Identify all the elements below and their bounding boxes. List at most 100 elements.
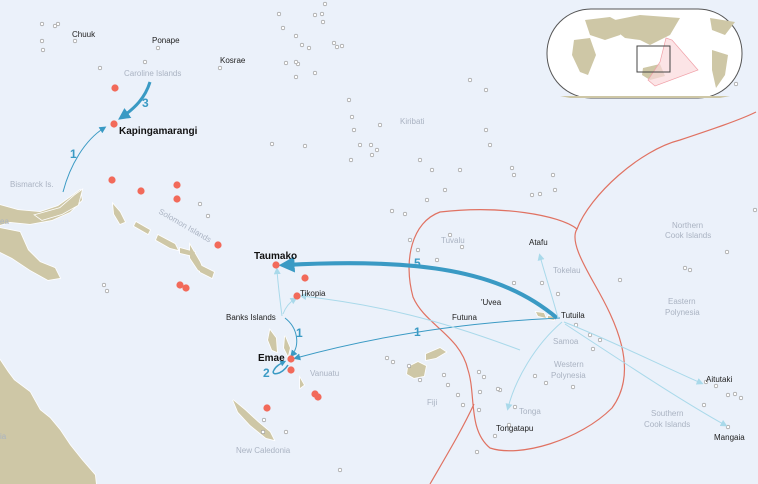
small-island <box>407 237 413 243</box>
inset-map-extent <box>636 45 671 73</box>
small-island <box>339 43 345 49</box>
region-tuvalu: Tuvalu <box>441 236 465 245</box>
small-island <box>205 213 211 219</box>
inset-continents <box>560 15 735 98</box>
count-samoa-taumako: 5 <box>414 256 421 270</box>
small-island <box>447 232 453 238</box>
small-island <box>52 23 58 29</box>
southwest-boundary <box>429 403 475 484</box>
region-bismarck: Bismarck Is. <box>10 180 54 189</box>
small-island <box>509 165 515 171</box>
label-kapingamarangi: Kapingamarangi <box>119 126 198 137</box>
small-island <box>445 382 451 388</box>
small-island <box>752 207 758 213</box>
label-chuuk: Chuuk <box>72 30 96 39</box>
western-polynesia-boundary <box>408 209 626 452</box>
small-island <box>280 25 286 31</box>
settlement-dot <box>314 393 322 401</box>
small-island <box>101 282 107 288</box>
small-island <box>374 147 380 153</box>
settlement-dot <box>287 355 295 363</box>
small-island <box>701 402 707 408</box>
small-island <box>348 157 354 163</box>
small-island <box>406 363 412 369</box>
eastern-boundary <box>576 111 757 230</box>
small-island <box>732 391 738 397</box>
label-tikopia: Tikopia <box>300 289 326 298</box>
settlement-dot <box>182 284 190 292</box>
arrow-samoa-taumako <box>278 256 559 320</box>
small-island <box>293 33 299 39</box>
settlement-dot <box>214 241 222 249</box>
region-northern-cook-1: Northern <box>672 221 703 230</box>
arrow-bismarck-kapinga <box>62 126 107 193</box>
small-island <box>682 265 688 271</box>
world-locator-inset <box>546 8 743 99</box>
count-caroline-kapinga: 3 <box>142 96 149 110</box>
region-western-polynesia-2: Polynesia <box>551 371 586 380</box>
small-island <box>293 74 299 80</box>
small-island <box>724 249 730 255</box>
small-island <box>55 21 61 27</box>
small-island <box>417 157 423 163</box>
small-island <box>97 65 103 71</box>
small-island <box>434 257 440 263</box>
small-island <box>543 380 549 386</box>
count-bismarck-kapinga: 1 <box>70 147 77 161</box>
label-aitutaki: Aitutaki <box>706 375 732 384</box>
small-island <box>467 77 473 83</box>
small-island <box>417 377 423 383</box>
small-island <box>39 21 45 27</box>
small-island <box>269 141 275 147</box>
arrow-caroline-kapinga <box>118 81 152 120</box>
small-island <box>552 187 558 193</box>
small-island <box>369 152 375 158</box>
region-tonga: Tonga <box>519 407 541 416</box>
small-island <box>320 19 326 25</box>
small-island <box>217 65 223 71</box>
region-eastern-polynesia-2: Polynesia <box>665 308 700 317</box>
small-islands <box>39 1 758 473</box>
small-island <box>555 291 561 297</box>
small-island <box>260 429 266 435</box>
small-island <box>337 467 343 473</box>
small-island <box>377 122 383 128</box>
small-island <box>537 191 543 197</box>
new-caledonia <box>232 399 276 442</box>
new-britain <box>33 188 84 221</box>
fiji <box>406 347 448 379</box>
region-western-polynesia-1: Western <box>554 360 584 369</box>
label-uvea: 'Uvea <box>481 298 502 307</box>
small-island <box>441 372 447 378</box>
arrow-banks-tikopia <box>282 297 298 315</box>
small-island <box>725 392 731 398</box>
small-island <box>474 449 480 455</box>
region-eastern-polynesia-1: Eastern <box>668 297 696 306</box>
small-island <box>331 40 337 46</box>
label-kosrae: Kosrae <box>220 56 246 65</box>
small-island <box>512 404 518 410</box>
small-island <box>39 38 45 44</box>
small-island <box>597 337 603 343</box>
count-banks-emae: 1 <box>296 326 303 340</box>
small-island <box>357 142 363 148</box>
small-island <box>460 402 466 408</box>
small-island <box>40 47 46 53</box>
small-island <box>442 187 448 193</box>
settlement-dot <box>176 281 184 289</box>
small-island <box>415 247 421 253</box>
small-island <box>384 355 390 361</box>
place-labels: Chuuk Ponape Kosrae Kapingamarangi Tauma… <box>72 30 745 442</box>
count-emae-local: 2 <box>263 366 270 380</box>
settlement-dot <box>301 274 309 282</box>
region-tokelau: Tokelau <box>553 266 581 275</box>
settlement-dot <box>111 84 119 92</box>
small-island <box>368 142 374 148</box>
region-samoa: Samoa <box>553 337 579 346</box>
small-island <box>725 424 731 430</box>
small-island <box>539 280 545 286</box>
label-mangaia: Mangaia <box>714 433 745 442</box>
arrow-samoa-emae <box>293 317 561 361</box>
small-island <box>476 369 482 375</box>
region-southern-cook-2: Cook Islands <box>644 420 690 429</box>
